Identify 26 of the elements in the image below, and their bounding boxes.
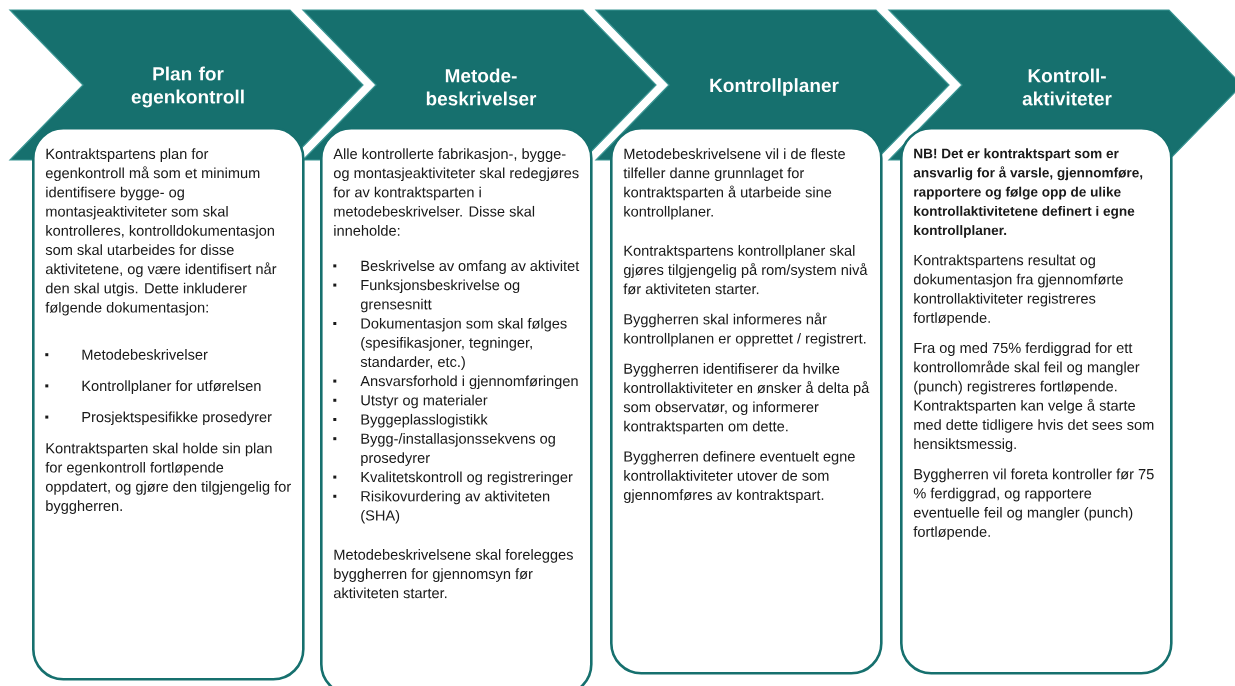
list-item: Risikovurdering av aktiviteten (SHA) (361, 490, 550, 524)
text-panel (900, 127, 1173, 675)
text-panel (32, 127, 305, 681)
paragraph: Byggherren skal informeres når kontrollplanen er opprettet / registrert. (624, 312, 866, 347)
paragraph: Kontraktspartens kontrollplaner skal gjøres tilgjengelig på rom/system nivå før aktiviteten starter. (623, 245, 868, 295)
paragraph: Metodebeskrivelsene skal forelegges byggherren for gjennomsyn før aktiviteten starter. (333, 549, 573, 599)
list-item: Byggeplasslogistikk (361, 413, 488, 428)
list-item: Prosjektspesifikke prosedyrer (82, 411, 272, 426)
list-item: Kontrollplaner for utførelsen (82, 380, 261, 394)
list-item: Metodebeskrivelser (82, 349, 208, 360)
list-item: Kvalitetskontroll og registreringer (361, 471, 573, 486)
list-item: Utstyr og materialer (361, 394, 488, 409)
paragraph: Kontraktsparten skal holde sin plan for egenkontroll fortløpende oppdatert, og gjøre den tilgjengelig for byggherren. (45, 442, 291, 514)
node-label: Kontroll- aktiviteter (1022, 68, 1112, 106)
text-panel (610, 127, 883, 675)
list-item: Funksjonsbeskrivelse og grensesnitt (360, 279, 520, 313)
paragraph: Byggherren vil foreta kontroller før 75 % ferdiggrad, og rapportere eventuelle feil og mangler (punch) fortløpende. (913, 468, 1154, 540)
text-panel (320, 127, 593, 686)
paragraph: Byggherren identifiserer da hvilke kontrollaktiviteter en ønsker å delta på som observatør, og informerer kontraktsparten om dette. (623, 363, 870, 435)
paragraph: Fra og med 75% ferdiggrad for ett kontrollområde skal feil og mangler (punch) registreres fortløpende. Kontraktsparten kan velge å starte med dette tidligere hvis det sees som hensiktsmessig. (914, 342, 1154, 452)
paragraph: Kontraktspartens resultat og dokumentasjon fra gjennomførte kontrollaktiviteter registreres fortløpende. (913, 254, 1123, 326)
paragraph: Byggherren definere eventuelt egne kontrollaktiviteter utover de som gjennomføres av kontraktspart. (623, 450, 855, 503)
list-item: Beskrivelse av omfang av aktivitet (361, 260, 580, 274)
list-item: Dokumentasjon som skal følges (spesifikasjoner, tegninger, standarder, etc.) (360, 317, 567, 370)
list-item: Bygg-/installasjonssekvens og prosedyrer (361, 433, 555, 466)
list-item: Ansvarsforhold i gjennomføringen (360, 375, 578, 390)
